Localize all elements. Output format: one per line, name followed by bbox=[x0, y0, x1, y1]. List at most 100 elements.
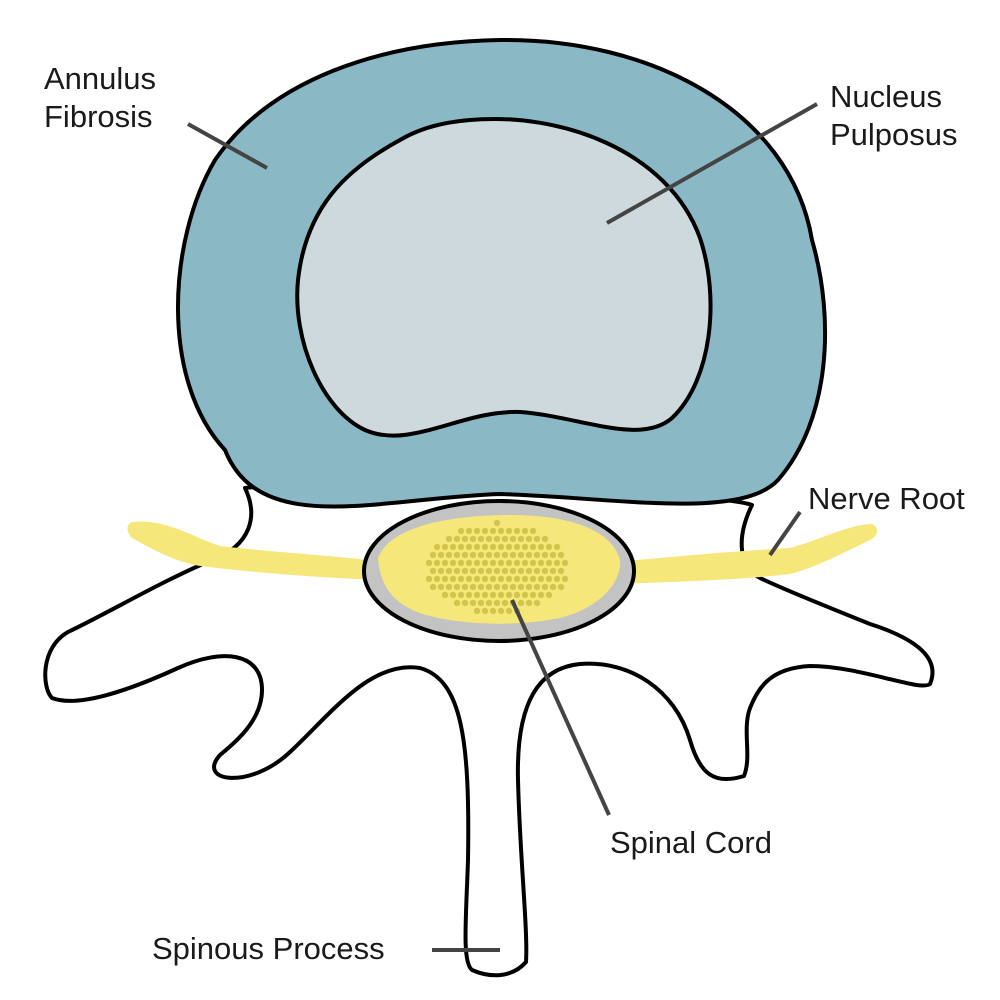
cord-fiber-dot bbox=[481, 543, 489, 551]
cord-fiber-dot bbox=[465, 591, 473, 599]
cord-fiber-dot bbox=[541, 535, 549, 543]
cord-fiber-dot bbox=[561, 559, 569, 567]
cord-fiber-dot bbox=[521, 591, 529, 599]
nucleus-label-line2: Pulposus bbox=[830, 117, 958, 152]
cord-fiber-dot bbox=[465, 527, 473, 535]
cord-fiber-dot bbox=[545, 543, 553, 551]
cord-fiber-dot bbox=[509, 551, 517, 559]
cord-fiber-dot bbox=[477, 599, 485, 607]
cord-fiber-dot bbox=[465, 559, 473, 567]
cord-fiber-dot bbox=[445, 551, 453, 559]
cord-fiber-dot bbox=[429, 567, 437, 575]
cord-fiber-dot bbox=[541, 583, 549, 591]
cord-fiber-dot bbox=[445, 567, 453, 575]
cord-fiber-dot bbox=[485, 535, 493, 543]
cord-fiber-dot bbox=[481, 559, 489, 567]
spinous-process-text: Spinous Process bbox=[152, 931, 385, 966]
cord-fiber-dot bbox=[469, 567, 477, 575]
nucleus-label-line1: Nucleus bbox=[830, 79, 942, 114]
cord-fiber-dot bbox=[425, 575, 433, 583]
cord-fiber-dot bbox=[509, 583, 517, 591]
cord-fiber-dot bbox=[453, 535, 461, 543]
cord-fiber-dot bbox=[437, 583, 445, 591]
nucleus-pulposus-label: Nucleus Pulposus bbox=[830, 78, 958, 154]
cord-fiber-dot bbox=[557, 551, 565, 559]
cord-fiber-dot bbox=[477, 535, 485, 543]
cord-fiber-dot bbox=[473, 591, 481, 599]
cord-fiber-dot bbox=[453, 551, 461, 559]
cord-fiber-dot bbox=[529, 543, 537, 551]
cord-fiber-dot bbox=[541, 567, 549, 575]
cord-fiber-dot bbox=[497, 575, 505, 583]
cord-fiber-dot bbox=[485, 551, 493, 559]
cord-fiber-dot bbox=[441, 559, 449, 567]
cord-fiber-dot bbox=[493, 535, 501, 543]
cord-fiber-dot bbox=[429, 551, 437, 559]
cord-fiber-dot bbox=[497, 543, 505, 551]
cord-fiber-dot bbox=[561, 575, 569, 583]
cord-fiber-dot bbox=[489, 543, 497, 551]
cord-fiber-dot bbox=[489, 591, 497, 599]
nerve-root-text: Nerve Root bbox=[808, 481, 965, 516]
cord-fiber-dot bbox=[449, 591, 457, 599]
cord-fiber-dot bbox=[449, 575, 457, 583]
cord-fiber-dot bbox=[501, 583, 509, 591]
cord-fiber-dot bbox=[465, 543, 473, 551]
cord-fiber-dot bbox=[505, 559, 513, 567]
cord-fiber-dot bbox=[461, 599, 469, 607]
cord-fiber-dot bbox=[521, 575, 529, 583]
cord-fiber-dot bbox=[457, 527, 465, 535]
cord-fiber-dot bbox=[445, 583, 453, 591]
cord-fiber-dot bbox=[545, 591, 553, 599]
cord-fiber-dot bbox=[521, 527, 529, 535]
cord-fiber-dot bbox=[521, 543, 529, 551]
annulus-label-line2: Fibrosis bbox=[44, 99, 153, 134]
cord-fiber-dot bbox=[481, 607, 489, 615]
cord-fiber-dot bbox=[481, 591, 489, 599]
cord-fiber-dot bbox=[473, 575, 481, 583]
annulus-label-line1: Annulus bbox=[44, 61, 157, 96]
cord-fiber-dot bbox=[429, 583, 437, 591]
cord-fiber-dot bbox=[457, 591, 465, 599]
cord-fiber-dot bbox=[489, 527, 497, 535]
cord-fiber-dot bbox=[441, 543, 449, 551]
nucleus-leader-line bbox=[606, 102, 818, 225]
cord-fiber-dot bbox=[469, 551, 477, 559]
cord-fiber-dot bbox=[489, 559, 497, 567]
cord-fiber-dot bbox=[457, 543, 465, 551]
cord-fiber-dot bbox=[461, 535, 469, 543]
cord-fiber-dot bbox=[441, 575, 449, 583]
cord-fiber-dot bbox=[449, 543, 457, 551]
spinous-process-label: Spinous Process bbox=[152, 930, 385, 968]
cord-fiber-dot bbox=[453, 599, 461, 607]
cord-fiber-dot bbox=[461, 551, 469, 559]
cord-fiber-dot bbox=[477, 551, 485, 559]
spinal-cord-fibers bbox=[425, 519, 569, 615]
cord-fiber-dot bbox=[497, 591, 505, 599]
cord-fiber-dot bbox=[553, 543, 561, 551]
cord-fiber-dot bbox=[433, 575, 441, 583]
cord-fiber-dot bbox=[473, 543, 481, 551]
cord-fiber-dot bbox=[481, 575, 489, 583]
cord-fiber-dot bbox=[501, 567, 509, 575]
cord-fiber-dot bbox=[545, 559, 553, 567]
cord-fiber-dot bbox=[537, 591, 545, 599]
cord-fiber-dot bbox=[517, 535, 525, 543]
cord-fiber-dot bbox=[521, 559, 529, 567]
cord-fiber-dot bbox=[553, 559, 561, 567]
vertebra-outline bbox=[43, 483, 935, 978]
cord-fiber-dot bbox=[549, 583, 557, 591]
cord-fiber-dot bbox=[529, 591, 537, 599]
cord-fiber-dot bbox=[489, 607, 497, 615]
cord-fiber-dot bbox=[461, 567, 469, 575]
cord-fiber-dot bbox=[533, 551, 541, 559]
cord-fiber-dot bbox=[489, 575, 497, 583]
cord-fiber-dot bbox=[529, 527, 537, 535]
cord-fiber-dot bbox=[557, 567, 565, 575]
cord-fiber-dot bbox=[465, 575, 473, 583]
cord-fiber-dot bbox=[501, 599, 509, 607]
cord-fiber-dot bbox=[493, 567, 501, 575]
cord-fiber-dot bbox=[505, 543, 513, 551]
spinal-cord-label: Spinal Cord bbox=[610, 824, 772, 862]
